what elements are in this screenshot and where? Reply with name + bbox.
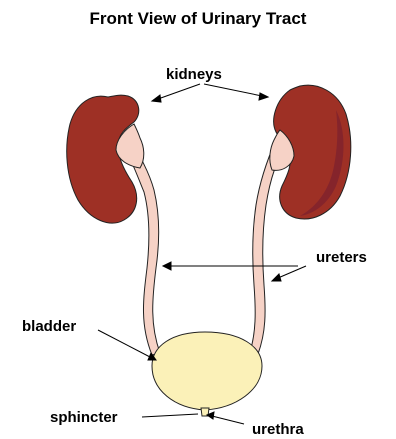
ureters-right-arrowhead [272, 274, 281, 281]
kidneys-right-arrowhead [259, 93, 268, 100]
bladder-leader [98, 330, 150, 357]
bladder-illustration [152, 332, 262, 416]
kidneys-right-leader [204, 84, 262, 96]
ureters-left-arrowhead [163, 262, 171, 270]
ureters-label: ureters [316, 249, 367, 266]
right-ureter [250, 140, 286, 354]
left-kidney [67, 95, 144, 223]
bladder-body [152, 332, 262, 410]
kidneys-left-arrowhead [152, 95, 161, 102]
bladder-label: bladder [22, 318, 76, 335]
sphincter-leader [142, 414, 198, 417]
kidneys-label: kidneys [166, 66, 222, 83]
sphincter-label: sphincter [50, 409, 118, 426]
urethra-leader [212, 416, 244, 424]
kidneys-left-leader [158, 84, 200, 99]
urethra-label: urethra [252, 421, 304, 438]
right-kidney [270, 85, 351, 219]
diagram-title: Front View of Urinary Tract [90, 9, 307, 28]
ureters-right-leader [278, 266, 306, 278]
ureters-illustration [118, 132, 286, 355]
